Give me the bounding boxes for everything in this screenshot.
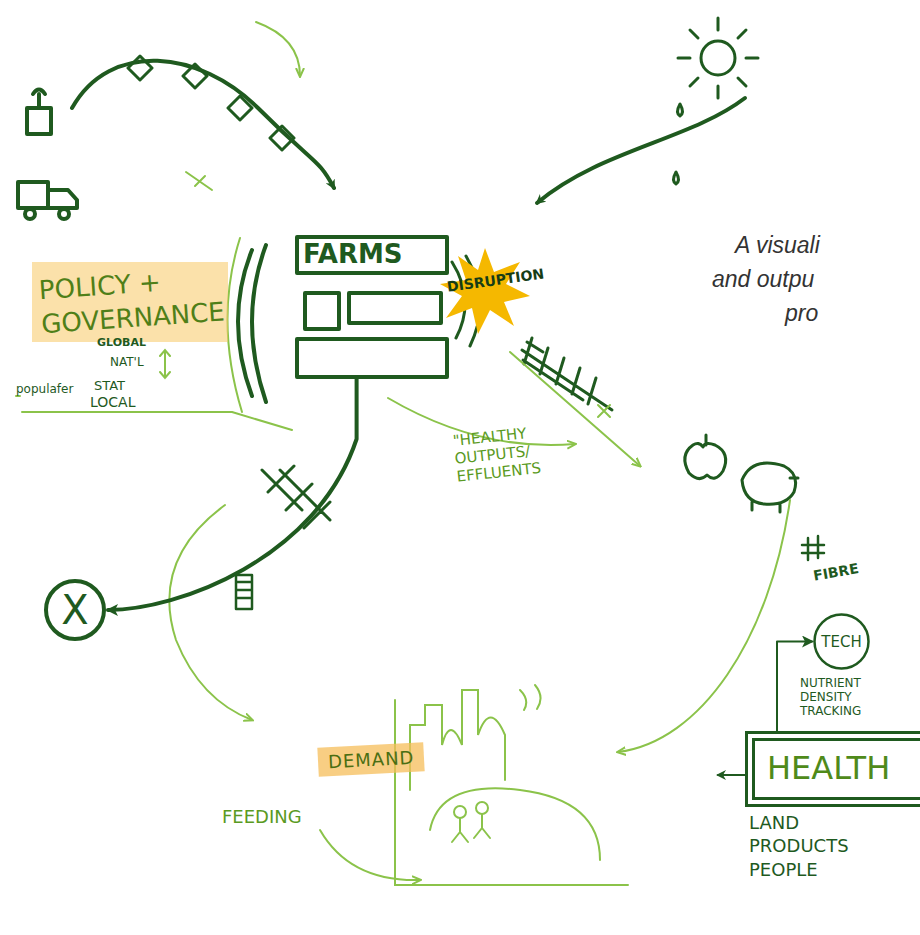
node-note: LAND PRODUCTS PEOPLE <box>749 811 859 881</box>
apple-icon <box>685 435 726 479</box>
sun-icon <box>701 41 735 75</box>
feeding-arrow <box>169 505 252 720</box>
light-arrow <box>256 22 300 76</box>
shelter-arc-light <box>227 238 242 412</box>
caption-fragment: pro <box>785 300 818 327</box>
light-arrow <box>320 830 420 880</box>
demand-highlight: DEMAND <box>317 742 425 777</box>
sun-arrow <box>537 98 745 203</box>
note-label: populafer <box>16 382 73 396</box>
shelter-arcs <box>238 245 266 402</box>
person-head <box>476 802 488 814</box>
city-ground <box>430 788 600 860</box>
waste-chain <box>262 466 330 528</box>
node-title: TECH <box>821 633 861 651</box>
flow-connector <box>108 379 357 610</box>
device-icon <box>236 575 252 609</box>
node-title: X <box>61 587 88 633</box>
scale-label: NAT'L <box>110 355 144 369</box>
health-box: HEALTHLAND PRODUCTS PEOPLE <box>752 738 920 800</box>
city-skyline <box>395 685 628 885</box>
outputs-label: "HEALTHY OUTPUTS/ EFFLUENTS <box>452 419 585 486</box>
farm-building: FARMS <box>295 235 449 379</box>
return-arrow <box>618 500 790 752</box>
scale-label: STAT <box>94 378 125 393</box>
person-body <box>452 814 490 842</box>
fibre-hash <box>802 536 824 560</box>
truck-icon <box>18 182 77 208</box>
health-arrow <box>718 774 746 776</box>
node-title: FARMS <box>295 235 449 273</box>
caption-fragment: and outpu <box>712 266 814 293</box>
supply-links <box>128 56 294 150</box>
feeding-label: FEEDING <box>222 806 302 827</box>
light-arrow <box>186 172 212 190</box>
node-title: DEMAND <box>328 747 415 772</box>
water-drops <box>674 104 683 184</box>
scale-label: LOCAL <box>90 394 135 410</box>
sun-rays <box>678 18 758 98</box>
truck-wheel <box>59 209 69 219</box>
caption-fragment: A visuali <box>735 232 820 259</box>
fibre-label: FIBRE <box>812 560 860 584</box>
plant-icon <box>27 90 51 135</box>
tech-circle: TECH <box>812 612 871 671</box>
tech-note: NUTRIENT DENSITY TRACKING <box>800 676 896 718</box>
node-title: POLICY + GOVERNANCE <box>38 262 222 342</box>
governance-scale-lines <box>16 350 292 430</box>
policy-region: POLICY + GOVERNANCE <box>32 262 228 342</box>
person-head <box>454 806 466 818</box>
light-cross <box>598 405 610 417</box>
scale-label: GLOBAL <box>97 336 146 349</box>
truck-wheel <box>25 209 35 219</box>
waste-circle: X <box>42 577 108 643</box>
node-title: HEALTH <box>755 741 920 795</box>
